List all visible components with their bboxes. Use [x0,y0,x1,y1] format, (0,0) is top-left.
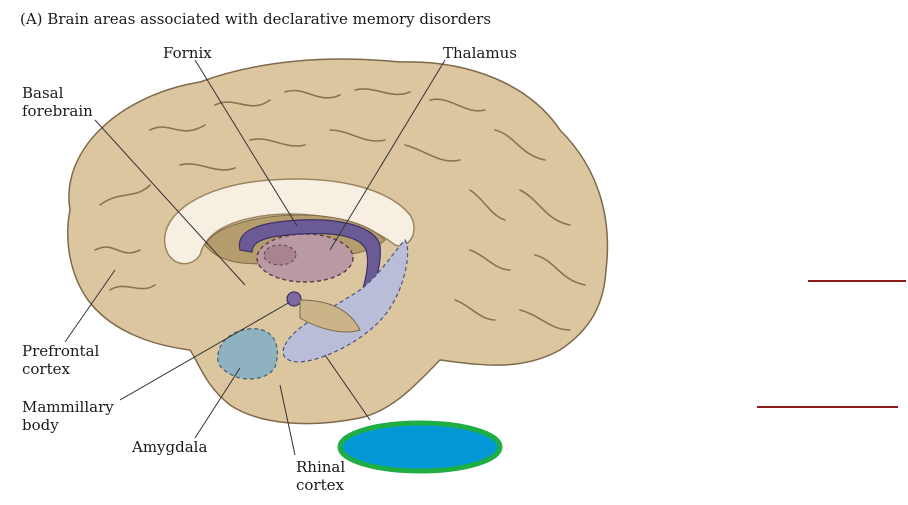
label-prefrontal-line1: Prefrontal [22,342,100,360]
figure-title: (A) Brain areas associated with declarat… [20,10,492,28]
leader-rhinal [279,384,296,456]
leader-hippocampus [324,354,371,421]
leader-amygdala [194,367,241,439]
hippocampus-structure [282,239,409,363]
blank-label-ellipse [337,420,503,474]
leader-basal-forebrain [94,119,246,286]
leader-mammillary [119,301,291,401]
label-thalamus: Thalamus [443,44,517,62]
label-rhinal-line2: cortex [296,476,344,494]
mammillary-body-structure [286,291,302,307]
label-basal-forebrain-line2: forebrain [22,102,93,120]
label-prefrontal-line2: cortex [22,360,70,378]
label-mammillary-line1: Mammillary [22,398,114,416]
label-fornix: Fornix [163,44,212,62]
leader-fornix [194,59,298,227]
label-mammillary-line2: body [22,416,59,434]
leader-prefrontal [64,269,116,343]
label-amygdala: Amygdala [132,438,208,456]
label-rhinal-line1: Rhinal [296,458,346,476]
label-basal-forebrain-line1: Basal [22,84,64,102]
leader-thalamus [329,59,446,251]
amygdala-structure [217,328,278,380]
